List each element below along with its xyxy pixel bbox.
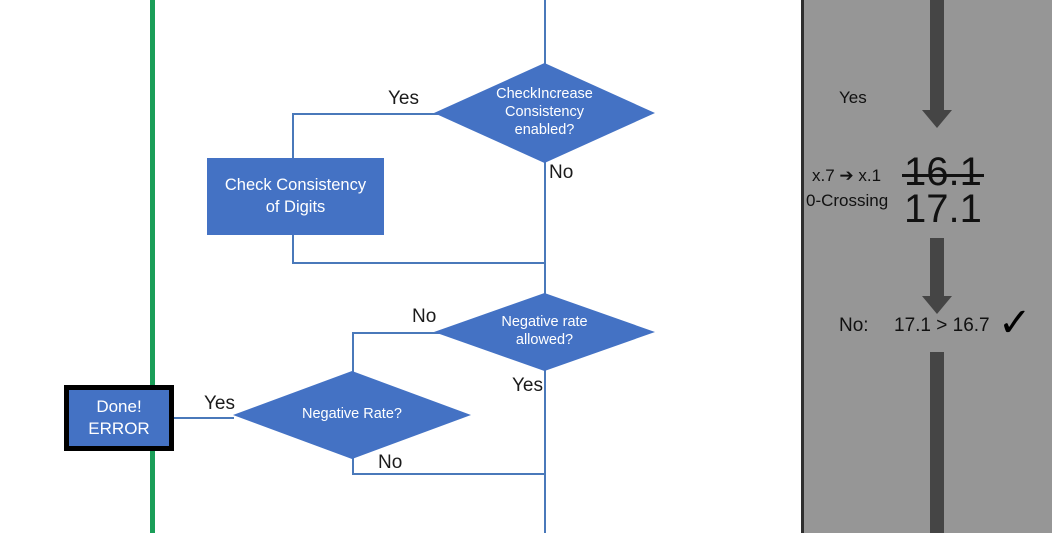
connector-process-out-h [292, 262, 546, 264]
terminator-done-error[interactable]: Done! ERROR [64, 385, 174, 451]
decision-label-line3: enabled? [514, 121, 575, 138]
decision-check-increase-consistency[interactable]: CheckIncrease Consistency enabled? [434, 63, 655, 163]
section-divider-green [150, 0, 155, 533]
connector-process-out-v [292, 234, 294, 264]
edge-label-negallowed-yes: Yes [512, 375, 543, 396]
decision-label-line2: Consistency [505, 104, 584, 121]
connector-consistency-no [544, 152, 546, 294]
process-label: Check Consistency of Digits [225, 175, 366, 218]
edge-label-consistency-yes: Yes [388, 88, 419, 109]
panel-result-comparison: 17.1 > 16.7 [894, 315, 990, 336]
process-label-line2: of Digits [265, 197, 326, 216]
panel-annotation-line1: x.7 ➔ x.1 [812, 166, 882, 185]
edge-label-consistency-no: No [549, 162, 574, 183]
panel-arrow-shaft-top [930, 0, 944, 112]
decision-negative-rate[interactable]: Negative Rate? [233, 371, 471, 459]
decision-label-line1: Negative rate [501, 314, 588, 331]
connector-negallowed-no-h [352, 332, 452, 334]
connector-negrate-yes [172, 417, 234, 419]
panel-arrow-shaft-bottom [930, 352, 944, 533]
connector-consistency-yes-v [292, 113, 294, 158]
edge-label-negallowed-no: No [412, 306, 437, 327]
decision-label-line1: CheckIncrease [496, 86, 593, 103]
process-label-line1: Check Consistency [224, 176, 367, 195]
terminator-label-line2: ERROR [88, 419, 150, 438]
panel-arrow-shaft-mid [930, 238, 944, 298]
panel-branch-label: Yes [839, 88, 867, 107]
decision-negative-rate-allowed[interactable]: Negative rate allowed? [434, 293, 655, 371]
decision-label: Negative rate allowed? [495, 314, 593, 349]
terminator-label-line1: Done! [96, 396, 142, 416]
panel-arrow-head-top [922, 110, 952, 128]
connector-negrate-no-h [352, 473, 546, 475]
connector-negallowed-yes-v [544, 370, 546, 475]
panel-result-prefix: No: [839, 315, 869, 336]
edge-label-negrate-yes: Yes [204, 393, 235, 414]
process-check-consistency-of-digits[interactable]: Check Consistency of Digits [207, 158, 384, 235]
annotation-panel: Yes x.7 ➔ x.1 0-Crossing 16.1 17.1 No: 1… [801, 0, 1052, 533]
panel-value-struck: 16.1 [902, 150, 984, 194]
decision-label-line2: allowed? [515, 332, 574, 348]
terminator-label: Done! ERROR [88, 396, 149, 440]
decision-label-line1: Negative Rate? [302, 406, 402, 423]
panel-result-check-icon: ✓ [998, 300, 1032, 346]
panel-arrow-head-mid [922, 296, 952, 314]
decision-label: Negative Rate? [296, 406, 408, 424]
connector-trunk-bottom [544, 474, 546, 533]
panel-annotation-line2: 0-Crossing [806, 191, 889, 210]
decision-label: CheckIncrease Consistency enabled? [490, 86, 599, 139]
connector-negrate-no-v [352, 455, 354, 475]
panel-value-struck-text: 16.1 [902, 150, 984, 194]
connector-trunk-top [544, 0, 546, 80]
edge-label-negrate-no: No [378, 452, 403, 473]
connector-consistency-yes-h [292, 113, 452, 115]
panel-value-current: 17.1 [904, 187, 982, 231]
